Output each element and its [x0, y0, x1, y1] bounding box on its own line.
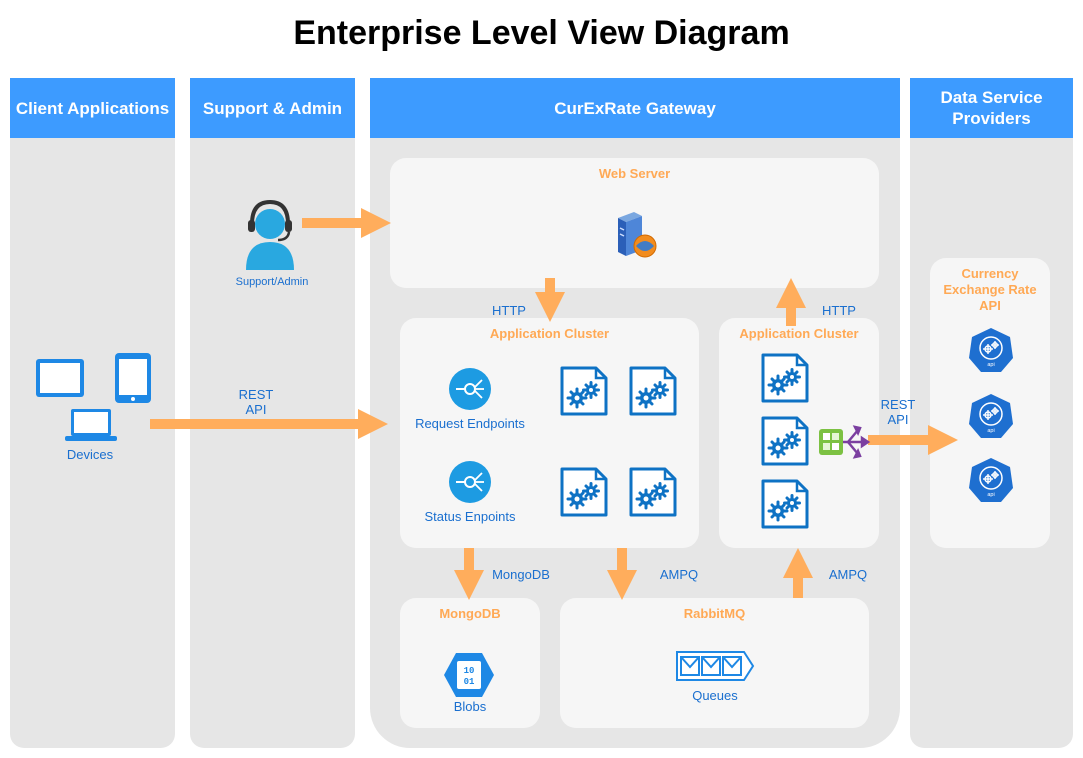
cog-document-icon — [560, 366, 608, 416]
http-label-right: HTTP — [822, 303, 856, 318]
request-endpoints-icon — [449, 368, 491, 410]
lane-header-data-line2: Providers — [952, 109, 1031, 128]
lane-header-support: Support & Admin — [190, 78, 355, 138]
app-cluster-right-title: Application Cluster — [739, 326, 859, 341]
web-server-icon — [618, 212, 657, 258]
currency-title-line2: Exchange Rate — [943, 282, 1037, 297]
support-admin-label: Support/Admin — [235, 276, 309, 288]
cog-document-icon — [761, 353, 809, 403]
currency-api-title: Currency Exchange Rate API — [930, 266, 1050, 314]
api-badge-text: api — [987, 492, 994, 498]
page-title: Enterprise Level View Diagram — [293, 14, 790, 52]
rest-api-label-right: REST API — [868, 397, 928, 427]
currency-title-line3: API — [979, 298, 1001, 313]
blob-bits-bottom: 01 — [464, 677, 475, 687]
cog-document-icon — [761, 479, 809, 529]
request-endpoints-label: Request Endpoints — [415, 416, 525, 431]
api-hexagon-icon: api — [968, 327, 1014, 373]
laptop-icon — [65, 409, 117, 441]
rest-api-right-line1: REST — [880, 397, 916, 412]
rabbitmq-title: RabbitMQ — [683, 606, 746, 621]
rest-api-label-left: REST API — [226, 387, 286, 417]
cog-document-icon — [560, 467, 608, 517]
api-badge-text: api — [987, 362, 994, 368]
status-endpoints-label: Status Enpoints — [424, 509, 516, 524]
support-agent-icon — [246, 199, 294, 270]
app-cluster-left-title: Application Cluster — [489, 326, 610, 341]
rest-api-left-line2: API — [245, 402, 267, 417]
blob-bits-top: 10 — [464, 666, 475, 676]
http-label-left: HTTP — [492, 303, 526, 318]
ampq-label-right: AMPQ — [828, 567, 868, 582]
queues-label: Queues — [692, 688, 738, 703]
lane-support — [190, 78, 355, 748]
web-server-title: Web Server — [598, 166, 671, 181]
ampq-label-left: AMPQ — [659, 567, 699, 582]
blob-storage-icon: 10 01 — [444, 653, 494, 697]
lane-header-client: Client Applications — [10, 78, 175, 138]
gateway-router-icon — [819, 425, 871, 459]
lane-header-gateway: CurExRate Gateway — [370, 78, 900, 138]
cog-document-icon — [629, 366, 677, 416]
lane-header-data-line1: Data Service — [940, 88, 1043, 107]
mongodb-title: MongoDB — [439, 606, 501, 621]
tablet-icon — [36, 359, 84, 397]
api-hexagon-icon: api — [968, 457, 1014, 503]
mongodb-arrow-label: MongoDB — [492, 567, 550, 582]
api-badge-text: api — [987, 428, 994, 434]
blobs-label: Blobs — [453, 699, 487, 714]
phone-icon — [115, 353, 151, 403]
queue-icon — [676, 651, 755, 681]
lane-header-data-providers: Data Service Providers — [910, 78, 1073, 138]
status-endpoints-icon — [449, 461, 491, 503]
rest-api-right-line2: API — [887, 412, 909, 427]
rest-api-left-line1: REST — [238, 387, 274, 402]
api-hexagon-icon: api — [968, 393, 1014, 439]
cog-document-icon — [629, 467, 677, 517]
devices-label: Devices — [66, 447, 114, 462]
cog-document-icon — [761, 416, 809, 466]
currency-title-line1: Currency — [961, 266, 1019, 281]
